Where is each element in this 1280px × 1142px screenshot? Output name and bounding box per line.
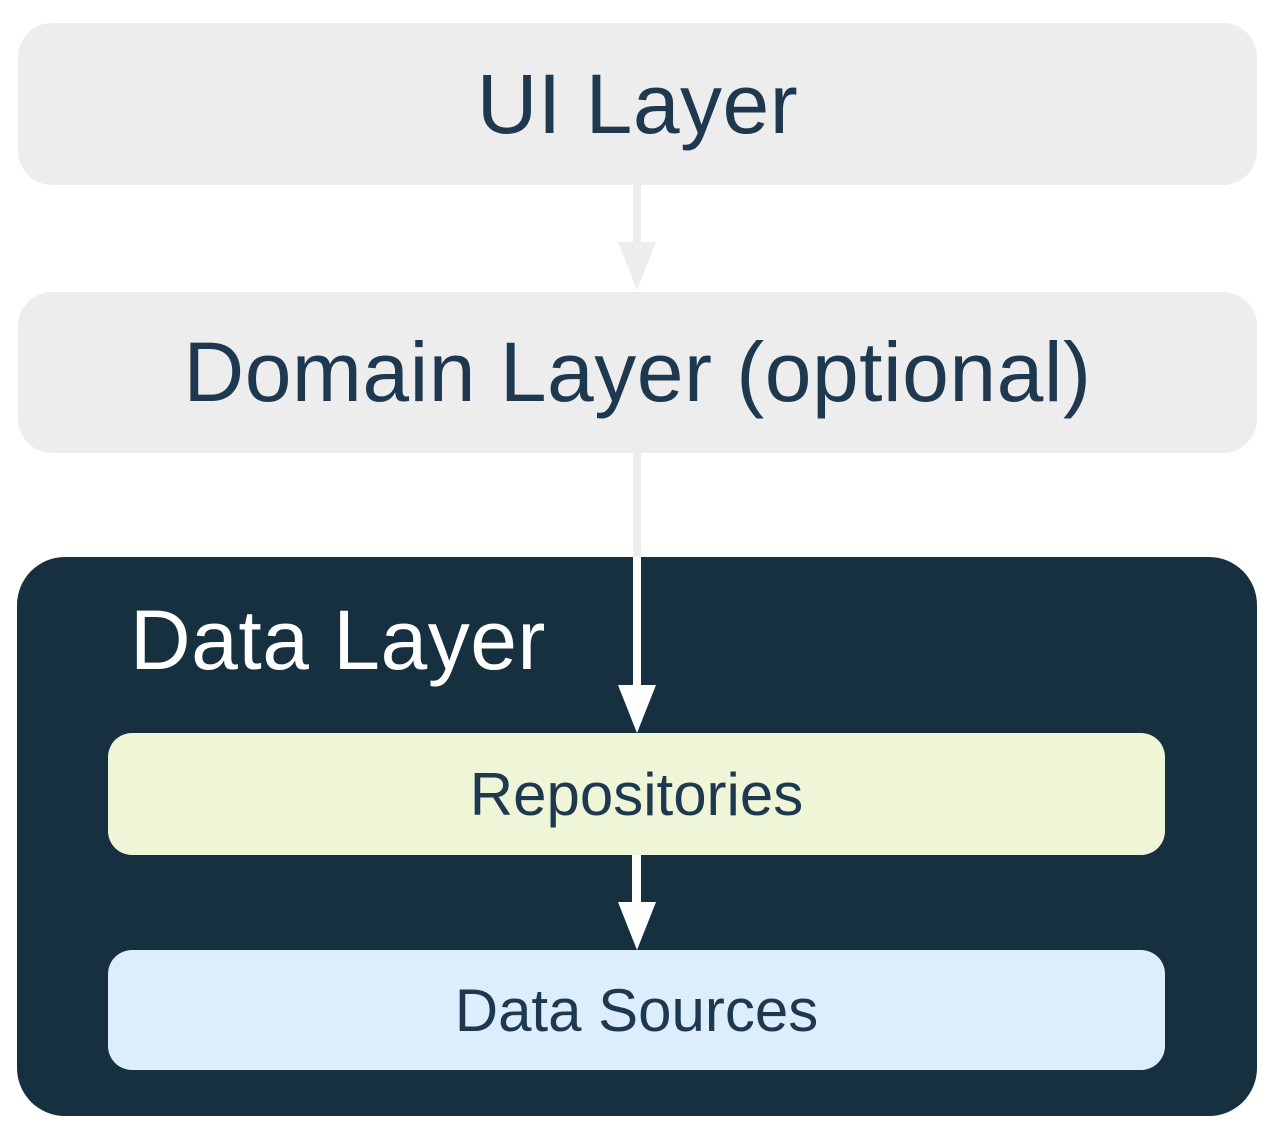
- arrow-down-icon: [618, 902, 656, 950]
- node-data-sources: Data Sources: [108, 950, 1165, 1070]
- arrow-shaft: [633, 185, 641, 245]
- data-layer-label: Data Layer: [130, 593, 546, 687]
- node-domain-layer: Domain Layer (optional): [18, 292, 1257, 453]
- arrow-shaft-gray: [633, 453, 641, 557]
- node-repositories: Repositories: [108, 733, 1165, 855]
- ui-layer-label: UI Layer: [476, 56, 799, 151]
- data-sources-label: Data Sources: [454, 976, 819, 1044]
- arrow-shaft: [632, 855, 641, 903]
- arrow-shaft-white: [633, 557, 641, 686]
- arrow-down-icon: [618, 242, 656, 290]
- domain-layer-label: Domain Layer (optional): [183, 325, 1092, 419]
- node-ui-layer: UI Layer: [18, 23, 1257, 185]
- repositories-label: Repositories: [469, 760, 804, 828]
- arrow-down-icon: [618, 685, 656, 733]
